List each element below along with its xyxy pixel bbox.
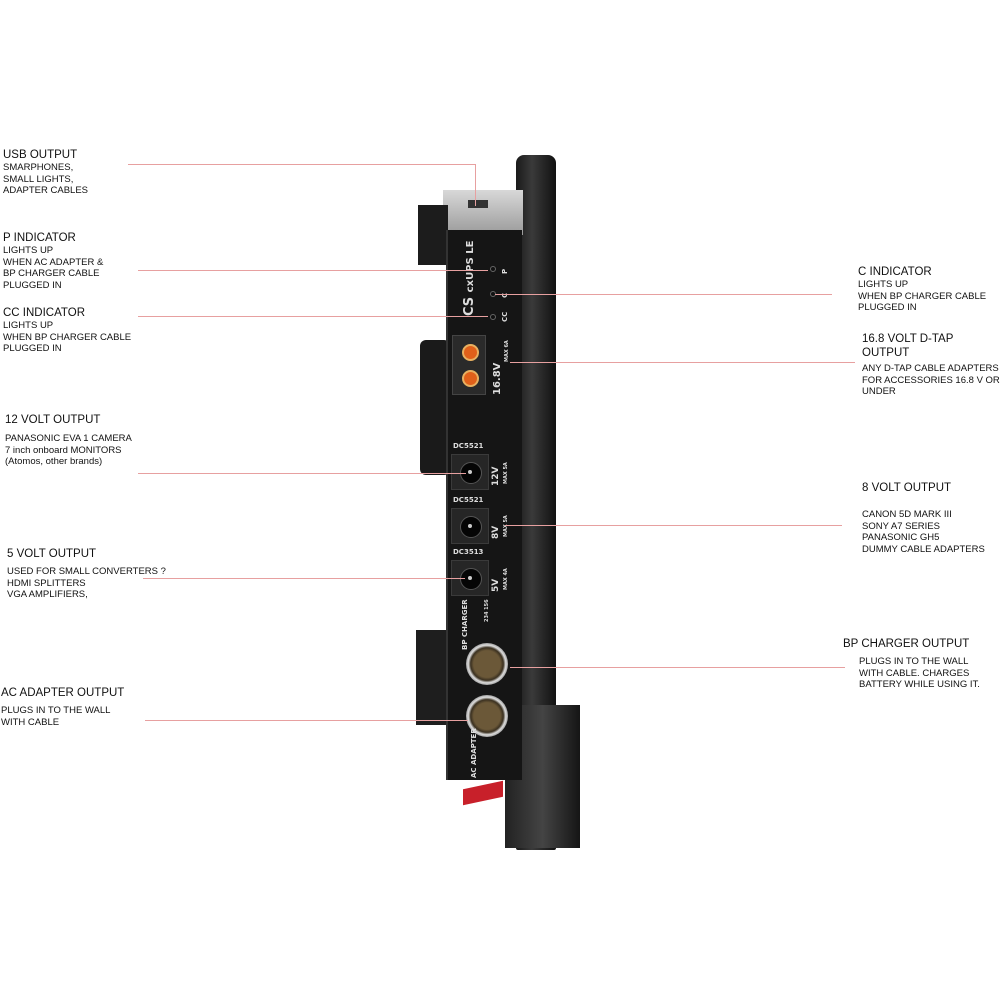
port-5v-volt: 5V	[491, 578, 501, 592]
port-8v-type: DC5521	[453, 496, 484, 504]
port-8v-volt: 8V	[491, 525, 501, 539]
cc-label: CC	[501, 311, 509, 322]
callout-5v-output: 5 VOLT OUTPUT USED FOR SMALL CONVERTERS …	[7, 547, 166, 601]
callout-desc: PLUGS IN TO THE WALL WITH CABLE	[1, 705, 111, 728]
callout-title: P INDICATOR	[3, 232, 76, 244]
callout-title: 12 VOLT OUTPUT	[5, 414, 101, 426]
bp-charger-label: BP CHARGER	[461, 599, 469, 650]
leader-line-12v	[138, 473, 466, 474]
callout-desc: LIGHTS UP WHEN AC ADAPTER & BP CHARGER C…	[3, 245, 104, 291]
port-5v-type: DC3513	[453, 548, 484, 556]
callout-desc: PANASONIC EVA 1 CAMERA 7 inch onboard MO…	[5, 433, 132, 467]
callout-desc: CANON 5D MARK III SONY A7 SERIES PANASON…	[862, 509, 985, 555]
port-8v-max: MAX 5A	[503, 515, 509, 537]
callout-8v-output: 8 VOLT OUTPUT CANON 5D MARK III SONY A7 …	[862, 481, 985, 555]
callout-dtap-output: 16.8 VOLT D-TAP OUTPUT ANY D-TAP CABLE A…	[862, 332, 1000, 398]
port-12v-max: MAX 5A	[503, 462, 509, 484]
callout-p-indicator: P INDICATOR LIGHTS UP WHEN AC ADAPTER & …	[3, 231, 103, 291]
leader-line-p	[138, 270, 488, 271]
leader-line-5v	[143, 578, 465, 579]
pinout-label: 234 156	[484, 599, 490, 622]
port-pin	[468, 470, 472, 474]
side-clip-upper	[420, 340, 450, 475]
callout-title: C INDICATOR	[858, 266, 932, 278]
callout-desc: LIGHTS UP WHEN BP CHARGER CABLE PLUGGED …	[858, 279, 987, 313]
dtap-pin	[462, 370, 479, 387]
callout-title: 8 VOLT OUTPUT	[862, 482, 952, 494]
callout-title: 16.8 VOLT D-TAP OUTPUT	[862, 333, 954, 359]
callout-title: CC INDICATOR	[3, 307, 85, 319]
port-12v-volt: 12V	[491, 466, 501, 487]
p-indicator-led	[490, 266, 496, 272]
dtap-port[interactable]	[452, 335, 486, 395]
dtap-voltage-label: 16.8V	[492, 362, 503, 395]
release-lever[interactable]	[463, 780, 503, 806]
callout-cc-indicator: CC INDICATOR LIGHTS UP WHEN BP CHARGER C…	[3, 306, 131, 355]
callout-c-indicator: C INDICATOR LIGHTS UP WHEN BP CHARGER CA…	[858, 265, 986, 314]
leader-line-bp	[510, 667, 845, 668]
leader-line-usb-vertical	[475, 164, 476, 206]
port-pin	[468, 576, 472, 580]
leader-line-cc	[138, 316, 488, 317]
leader-line-c	[495, 294, 832, 295]
callout-title: 5 VOLT OUTPUT	[7, 548, 97, 560]
leader-line-ac	[145, 720, 468, 721]
brand-text: CS	[462, 296, 477, 316]
dc-8v-port[interactable]	[451, 508, 489, 544]
side-clip-lower	[416, 630, 446, 725]
bp-charger-connector[interactable]	[466, 643, 508, 685]
leader-line-8v	[505, 525, 842, 526]
port-5v-max: MAX 4A	[503, 568, 509, 590]
callout-title: USB OUTPUT	[3, 149, 78, 161]
callout-ac-adapter-output: AC ADAPTER OUTPUT PLUGS IN TO THE WALL W…	[1, 686, 124, 728]
callout-desc: PLUGS IN TO THE WALL WITH CABLE. CHARGES…	[859, 656, 980, 690]
callout-desc: ANY D-TAP CABLE ADAPTERS FOR ACCESSORIES…	[862, 363, 1000, 397]
dtap-pin	[462, 344, 479, 361]
port-pin	[468, 524, 472, 528]
callout-12v-output: 12 VOLT OUTPUT PANASONIC EVA 1 CAMERA 7 …	[5, 413, 132, 468]
callout-bp-charger-output: BP CHARGER OUTPUT PLUGS IN TO THE WALL W…	[843, 637, 980, 691]
model-text: cxUPS LE	[465, 240, 476, 293]
callout-usb-output: USB OUTPUT SMARPHONES, SMALL LIGHTS, ADA…	[3, 148, 88, 197]
cc-indicator-led	[490, 314, 496, 320]
brand-logo: CS cxUPS LE	[462, 241, 477, 316]
p-label: P	[501, 268, 509, 274]
top-clip	[418, 205, 448, 265]
ac-adapter-connector[interactable]	[466, 695, 508, 737]
usb-port[interactable]	[468, 200, 488, 208]
dc-12v-port[interactable]	[451, 454, 489, 490]
callout-desc: SMARPHONES, SMALL LIGHTS, ADAPTER CABLES	[3, 162, 88, 196]
usb-block	[443, 190, 523, 235]
port-12v-type: DC5521	[453, 442, 484, 450]
dtap-max-label: MAX 6A	[504, 340, 510, 362]
leader-line-dtap	[510, 362, 855, 363]
callout-desc: USED FOR SMALL CONVERTERS ? HDMI SPLITTE…	[7, 566, 166, 600]
callout-desc: LIGHTS UP WHEN BP CHARGER CABLE PLUGGED …	[3, 320, 132, 354]
callout-title: BP CHARGER OUTPUT	[843, 638, 970, 650]
main-panel	[446, 230, 522, 780]
ac-adapter-label: AC ADAPTER	[470, 728, 478, 778]
callout-title: AC ADAPTER OUTPUT	[1, 687, 125, 699]
leader-line-usb	[128, 164, 475, 165]
